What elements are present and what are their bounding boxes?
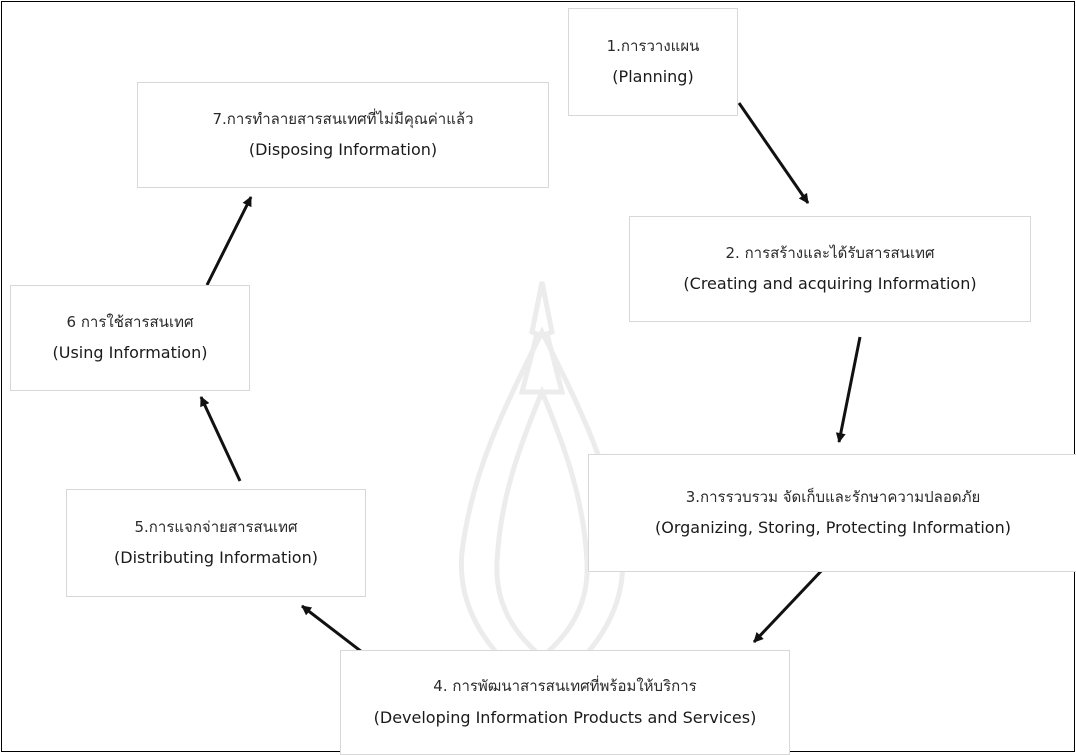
- node-thai-label: 2. การสร้างและได้รับสารสนเทศ: [725, 243, 935, 262]
- arrow-1-to-2: [737, 102, 810, 204]
- node-english-label: (Creating and acquiring Information): [683, 274, 977, 294]
- node-thai-label: 5.การแจกจ่ายสารสนเทศ: [134, 517, 298, 536]
- node-english-label: (Disposing Information): [248, 140, 438, 160]
- node-english-label: (Distributing Information): [114, 548, 318, 568]
- arrow-2-to-3: [835, 336, 862, 443]
- node-thai-label: 4. การพัฒนาสารสนเทศที่พร้อมให้บริการ: [433, 677, 697, 696]
- node-english-label: (Planning): [612, 67, 694, 87]
- node-english-label: (Using Information): [52, 343, 208, 363]
- node-developing-products: 4. การพัฒนาสารสนเทศที่พร้อมให้บริการ (De…: [340, 650, 790, 755]
- node-organizing-storing: 3.การรวบรวม จัดเก็บและรักษาความปลอดภัย (…: [588, 454, 1076, 572]
- node-english-label: (Organizing, Storing, Protecting Informa…: [655, 518, 1011, 538]
- node-thai-label: 3.การรวบรวม จัดเก็บและรักษาความปลอดภัย: [685, 487, 981, 506]
- node-disposing: 7.การทำลายสารสนเทศที่ไม่มีคุณค่าแล้ว (Di…: [137, 82, 549, 188]
- arrow-5-to-6: [199, 396, 242, 482]
- node-distributing: 5.การแจกจ่ายสารสนเทศ (Distributing Infor…: [66, 489, 366, 597]
- node-thai-label: 6 การใช้สารสนเทศ: [66, 312, 194, 331]
- arrow-6-to-7: [205, 196, 253, 286]
- node-thai-label: 7.การทำลายสารสนเทศที่ไม่มีคุณค่าแล้ว: [212, 109, 474, 128]
- node-creating-acquiring: 2. การสร้างและได้รับสารสนเทศ (Creating a…: [629, 216, 1031, 322]
- arrow-3-to-4: [752, 565, 827, 644]
- node-planning: 1.การวางแผน (Planning): [568, 8, 738, 116]
- node-thai-label: 1.การวางแผน: [606, 36, 700, 55]
- node-using: 6 การใช้สารสนเทศ (Using Information): [10, 285, 250, 391]
- node-english-label: (Developing Information Products and Ser…: [373, 707, 757, 727]
